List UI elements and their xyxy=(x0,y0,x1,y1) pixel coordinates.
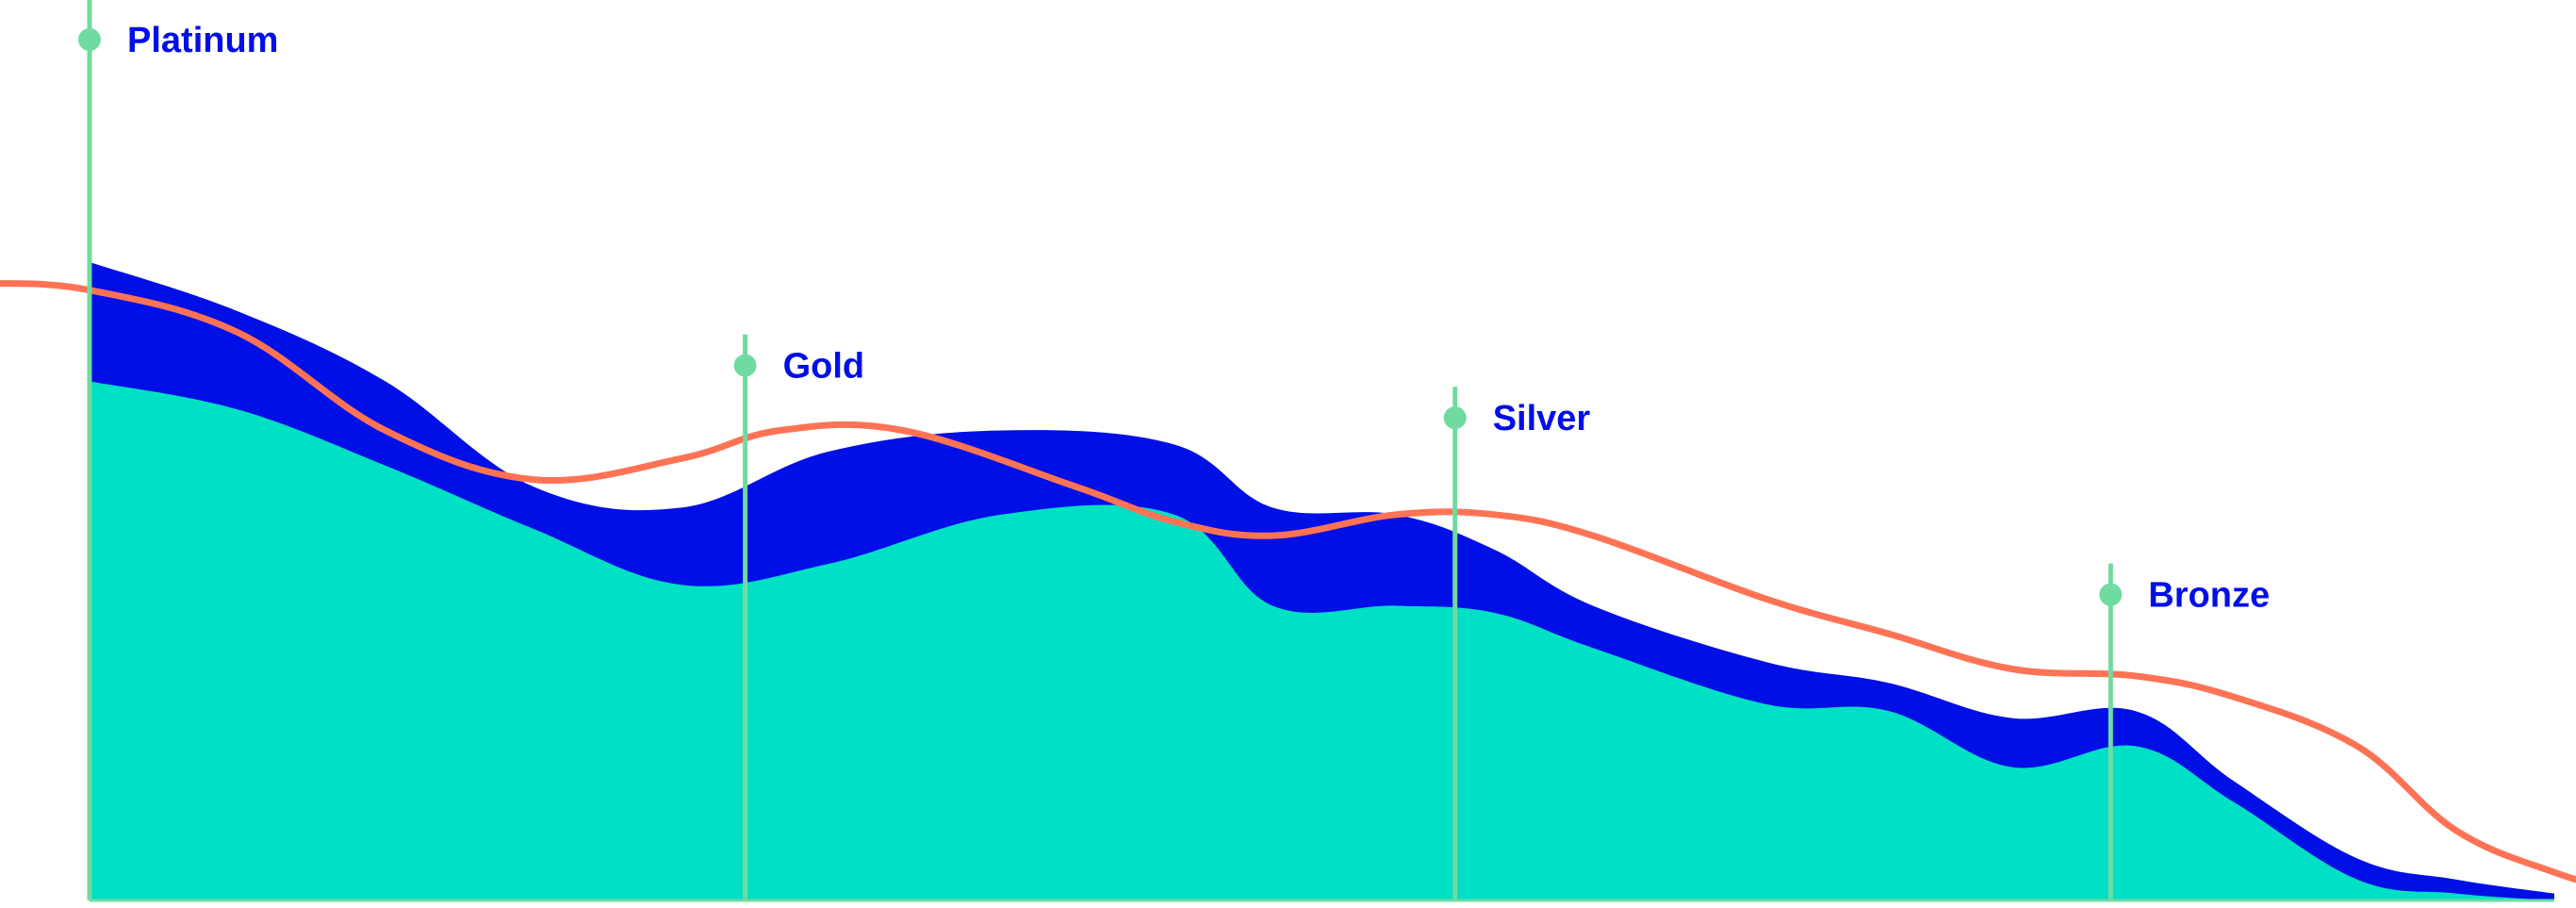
series-lower-area xyxy=(90,381,2554,900)
series-line xyxy=(0,280,2576,883)
marker-dot xyxy=(78,28,101,51)
marker-dot xyxy=(1443,406,1467,430)
marker-gold: Gold xyxy=(733,334,865,900)
marker-platinum: Platinum xyxy=(78,0,278,900)
marker-label: Gold xyxy=(783,347,865,387)
line-layer xyxy=(0,280,2576,883)
band-layer xyxy=(90,262,2554,900)
marker-bronze: Bronze xyxy=(2099,563,2270,900)
marker-label: Platinum xyxy=(127,21,278,60)
marker-label: Silver xyxy=(1493,399,1591,438)
marker-dot xyxy=(2099,583,2123,606)
marker-label: Bronze xyxy=(2148,576,2270,616)
marker-silver: Silver xyxy=(1443,387,1591,900)
marker-dot xyxy=(733,354,757,377)
